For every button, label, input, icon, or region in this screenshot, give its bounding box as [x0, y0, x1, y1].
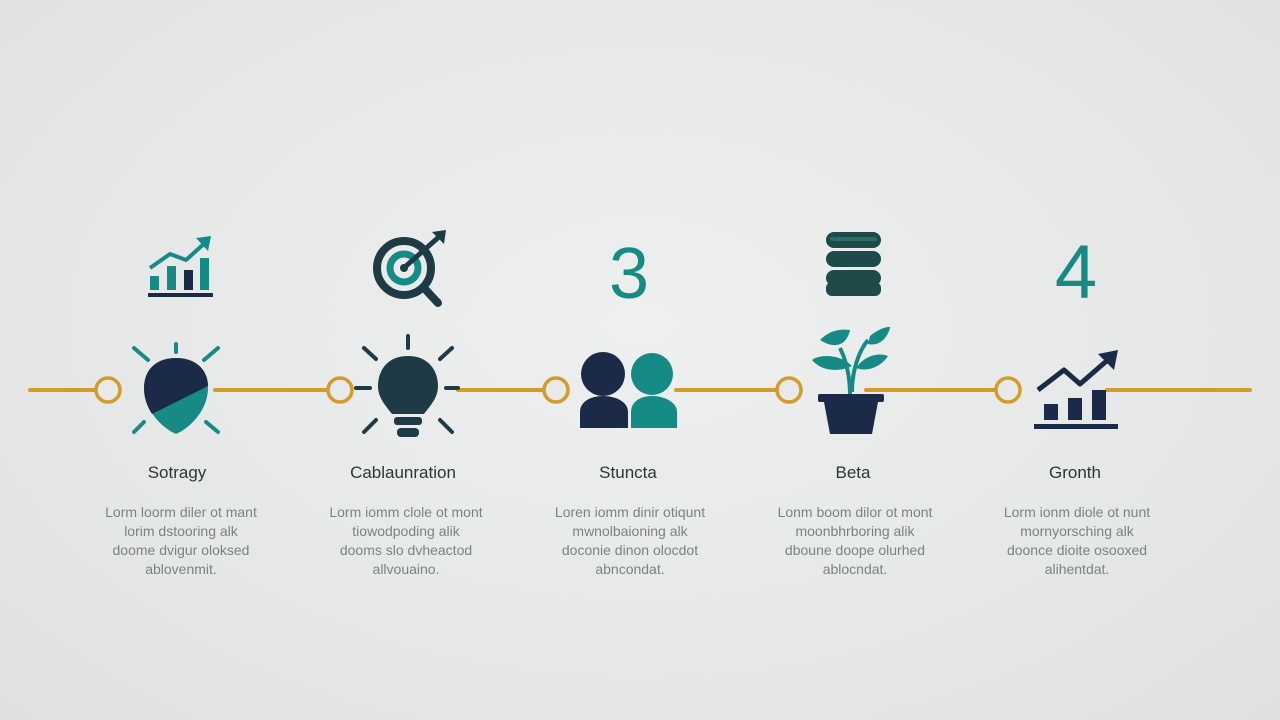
- desc-line: lorim dstooring alk: [124, 523, 238, 539]
- step-title-4: Beta: [835, 463, 871, 482]
- desc-line: ablocndat.: [822, 561, 888, 577]
- step-desc-1: Lorm loorm diler ot mant lorim dstooring…: [71, 503, 291, 579]
- plant-pot-icon: [812, 326, 891, 434]
- desc-line: alihentdat.: [1044, 561, 1110, 577]
- number-four: 4: [1055, 230, 1097, 315]
- desc-line: doconie dinon olocdot: [561, 542, 699, 558]
- bar-chart-growth-icon: [148, 236, 213, 297]
- timeline-node-5: [994, 376, 1022, 404]
- desc-line: ablovenmit.: [145, 561, 217, 577]
- desc-line: Lorm iomm clole ot mont: [329, 504, 483, 520]
- step-title-3: Stuncta: [599, 463, 657, 482]
- desc-line: doome dvigur oloksed: [112, 542, 250, 558]
- step-desc-4: Lonm boom dilor ot mont moonbhrboring al…: [745, 503, 965, 579]
- step-desc-3: Loren iomm dinir otiqunt mwnolbaioning a…: [520, 503, 740, 579]
- step-title-2: Cablaunration: [350, 463, 456, 482]
- desc-line: doonce dioite osooxed: [1006, 542, 1148, 558]
- step-desc-5: Lorm ionm diole ot nunt mornyorsching al…: [967, 503, 1187, 579]
- desc-line: allvouaino.: [372, 561, 440, 577]
- desc-line: mornyorsching alk: [1020, 523, 1134, 539]
- number-three: 3: [609, 234, 649, 314]
- desc-line: dboune doope olurhed: [784, 542, 926, 558]
- desc-line: tiowodpoding alik: [352, 523, 460, 539]
- desc-line: abncondat.: [595, 561, 665, 577]
- step-title-5: Gronth: [1049, 463, 1101, 482]
- timeline-node-3: [542, 376, 570, 404]
- people-icon: [580, 352, 677, 428]
- desc-line: Lorm loorm diler ot mant: [105, 504, 257, 520]
- target-arrow-icon: [373, 230, 446, 307]
- timeline-node-4: [775, 376, 803, 404]
- shield-sparkle-icon: [132, 342, 220, 434]
- timeline-node-2: [326, 376, 354, 404]
- desc-line: mwnolbaioning alk: [572, 523, 688, 539]
- lightbulb-icon: [354, 334, 460, 437]
- desc-line: Loren iomm dinir otiqunt: [554, 504, 706, 520]
- desc-line: dooms slo dvheactod: [339, 542, 473, 558]
- growth-chart-icon: [1034, 350, 1118, 429]
- timeline-node-1: [94, 376, 122, 404]
- desc-line: Lonm boom dilor ot mont: [777, 504, 933, 520]
- step-desc-2: Lorm iomm clole ot mont tiowodpoding ali…: [296, 503, 516, 579]
- timeline-nodes: [94, 376, 1022, 404]
- desc-line: Lorm ionm diole ot nunt: [1003, 504, 1151, 520]
- step-title-1: Sotragy: [147, 463, 207, 482]
- desc-line: moonbhrboring alik: [795, 523, 915, 539]
- database-stack-icon: [826, 232, 881, 296]
